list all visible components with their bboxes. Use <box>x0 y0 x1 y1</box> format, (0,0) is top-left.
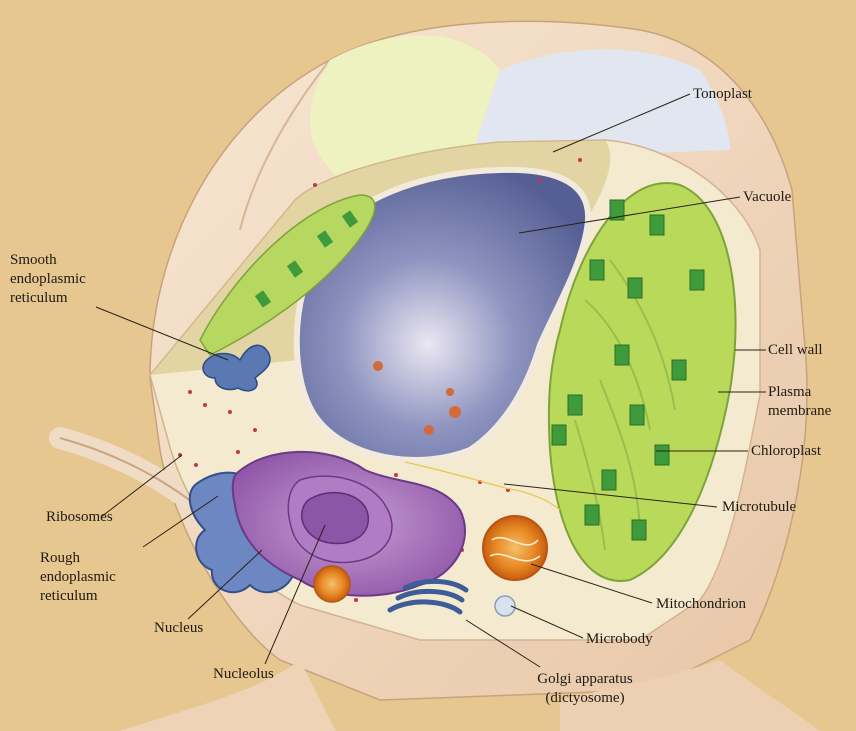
label-nucleolus: Nucleolus <box>213 665 274 684</box>
label-ribosomes: Ribosomes <box>46 508 113 527</box>
label-plasma-membrane: Plasma membrane <box>768 383 831 421</box>
nucleolus-shape <box>302 493 369 544</box>
label-cell-wall: Cell wall <box>768 341 823 360</box>
label-microbody: Microbody <box>586 630 653 649</box>
label-tonoplast: Tonoplast <box>693 85 752 104</box>
label-golgi: Golgi apparatus (dictyosome) <box>510 670 660 708</box>
label-microtubule: Microtubule <box>722 498 796 517</box>
label-vacuole: Vacuole <box>743 188 791 207</box>
label-chloroplast: Chloroplast <box>751 442 821 461</box>
label-mitochondrion: Mitochondrion <box>656 595 746 614</box>
label-nucleus: Nucleus <box>154 619 203 638</box>
label-rough-er: Rough endoplasmic reticulum <box>40 549 116 606</box>
label-smooth-er: Smooth endoplasmic reticulum <box>10 251 86 308</box>
